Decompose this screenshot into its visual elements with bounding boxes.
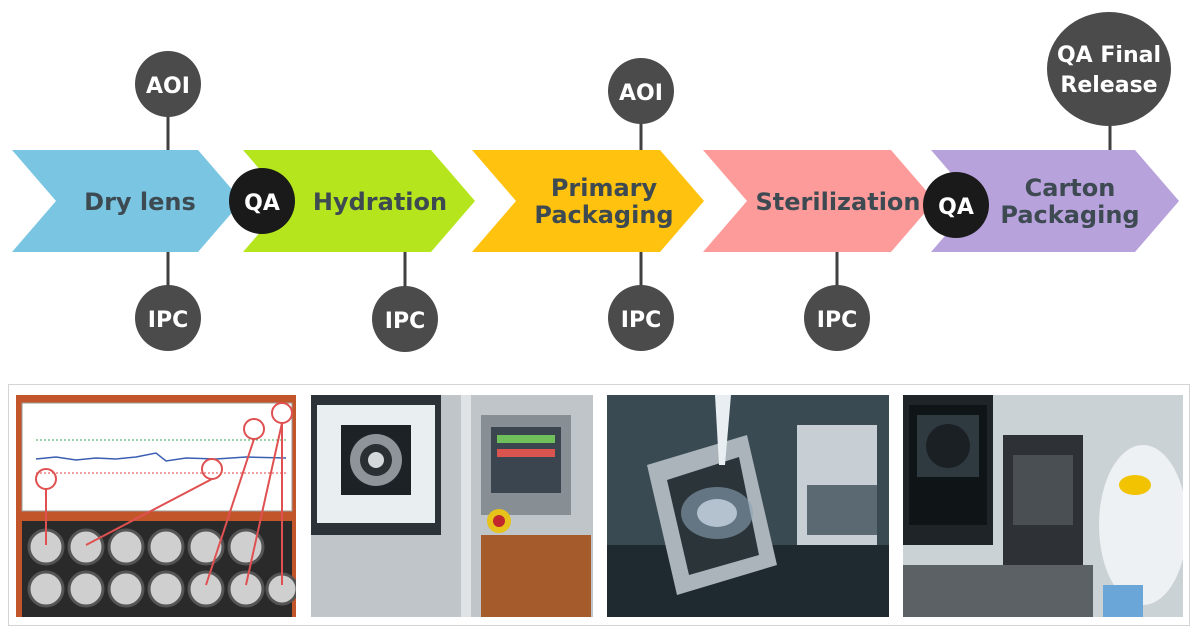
qa-final-line-1: QA Final <box>1057 43 1161 68</box>
ipc-bubble-3: IPC <box>608 285 674 351</box>
aoi-label-1: AOI <box>146 74 190 99</box>
ipc-label-1: IPC <box>148 308 188 333</box>
stage-label-carton-packaging-1: Carton <box>1025 174 1116 202</box>
qa-bubble-1: QA <box>229 168 295 234</box>
ipc-label-4: IPC <box>817 308 857 333</box>
stage-chevron-dry-lens: Dry lens <box>12 150 242 252</box>
stage-chevron-hydration: Hydration <box>243 150 475 252</box>
qa-label-2: QA <box>938 195 974 220</box>
chevron-shape-sterilization <box>703 150 935 252</box>
aoi-label-2: AOI <box>619 81 663 106</box>
stage-label-dry-lens-1: Dry lens <box>84 188 196 216</box>
stage-chevron-sterilization: Sterilization <box>703 150 935 252</box>
qa-final-release-bubble: QA Final Release <box>1047 12 1171 126</box>
lens-hydration-photo <box>607 395 889 617</box>
checkpoint-bubbles: AOI AOI QA Final Release IPC IPC IPC IPC <box>135 12 1171 352</box>
ipc-label-3: IPC <box>621 308 661 333</box>
chevron-shape-hydration <box>243 150 475 252</box>
chevron-shape-dry-lens <box>12 150 242 252</box>
ipc-bubble-2: IPC <box>372 286 438 352</box>
qa-bubble-2: QA <box>923 172 989 238</box>
aoi-bubble-2: AOI <box>608 58 674 124</box>
operator-scanning-photo <box>903 395 1183 617</box>
chevron-shape-carton-packaging <box>931 150 1179 252</box>
stage-label-primary-packaging-1: Primary <box>551 174 658 202</box>
aoi-bubble-1: AOI <box>135 51 201 117</box>
photo-strip <box>8 384 1190 626</box>
qa-label-1: QA <box>244 191 280 216</box>
aoi-inspection-chart-photo <box>16 395 296 617</box>
stage-label-carton-packaging-2: Packaging <box>1000 201 1139 229</box>
ipc-label-2: IPC <box>385 309 425 334</box>
stage-label-primary-packaging-2: Packaging <box>534 201 673 229</box>
qa-final-line-2: Release <box>1060 73 1157 98</box>
inspection-machine-photo <box>311 395 593 617</box>
stage-label-sterilization-1: Sterilization <box>756 188 921 216</box>
ipc-bubble-4: IPC <box>804 285 870 351</box>
ipc-bubble-1: IPC <box>135 285 201 351</box>
stage-label-hydration-1: Hydration <box>313 188 447 216</box>
chevron-shape-primary-packaging <box>472 150 704 252</box>
